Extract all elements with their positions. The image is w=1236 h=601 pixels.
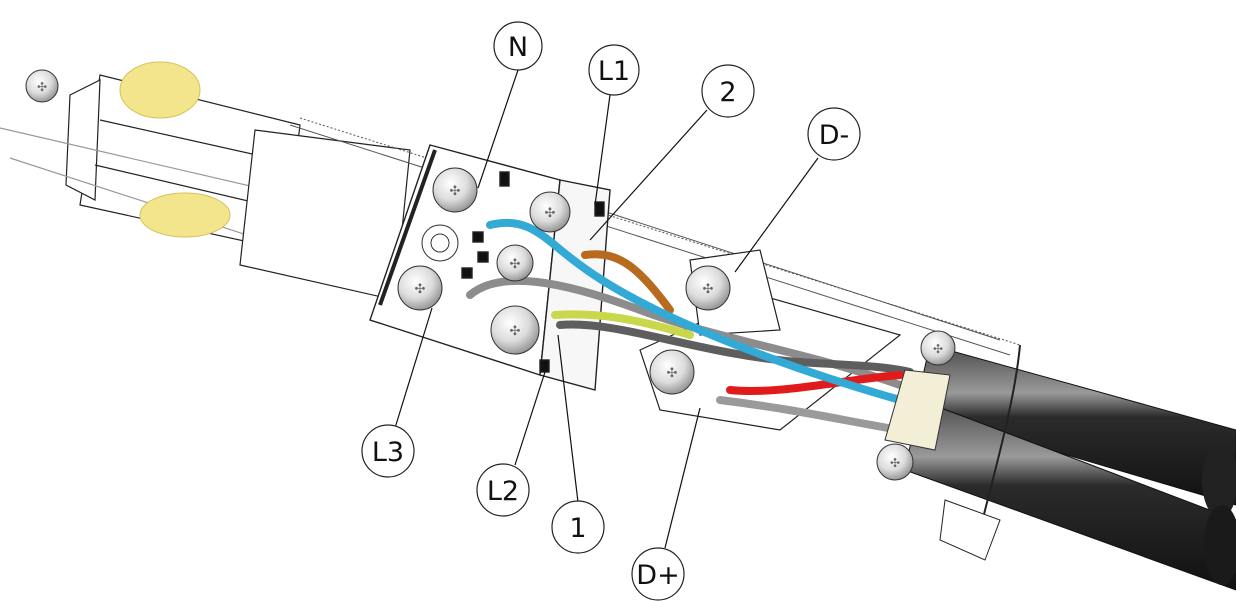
wire-red bbox=[726, 371, 904, 396]
wire-brown bbox=[581, 250, 674, 314]
callout-L1: L1 bbox=[588, 44, 640, 96]
svg-text:✣: ✣ bbox=[450, 184, 461, 199]
callout-label: D+ bbox=[636, 560, 679, 591]
cables bbox=[884, 344, 1236, 591]
svg-text:✣: ✣ bbox=[37, 80, 47, 94]
callout-label: L1 bbox=[598, 56, 630, 87]
callout-D-plus: D+ bbox=[631, 547, 685, 601]
callout-label: N bbox=[508, 32, 528, 63]
callout-label: L3 bbox=[372, 437, 404, 468]
callout-label: L2 bbox=[487, 476, 519, 507]
screw-icon: ✣ bbox=[432, 167, 478, 213]
screw-icon: ✣ bbox=[920, 330, 956, 366]
callout-L3: L3 bbox=[361, 424, 415, 478]
callout-1: 1 bbox=[551, 500, 605, 554]
svg-text:✣: ✣ bbox=[545, 206, 556, 221]
screw-icon: ✣ bbox=[397, 265, 443, 311]
callout-label: 1 bbox=[569, 513, 586, 544]
connector-plug bbox=[0, 74, 441, 301]
screw-icon: ✣ bbox=[685, 265, 731, 311]
svg-text:✣: ✣ bbox=[933, 342, 943, 356]
callout-D-minus: D- bbox=[807, 107, 861, 161]
wire-yellow-green bbox=[551, 310, 694, 339]
yellow-pad-top bbox=[119, 61, 201, 119]
callout-L2: L2 bbox=[476, 463, 530, 517]
callout-2: 2 bbox=[701, 64, 755, 118]
wire-gray-2 bbox=[716, 396, 904, 434]
screw-icon: ✣ bbox=[490, 305, 540, 355]
screw-icon: ✣ bbox=[649, 349, 695, 395]
screw-icon: ✣ bbox=[529, 191, 571, 233]
svg-text:✣: ✣ bbox=[510, 257, 521, 272]
svg-text:✣: ✣ bbox=[703, 282, 714, 297]
svg-text:✣: ✣ bbox=[510, 324, 521, 339]
screws: ✣ ✣ ✣ ✣ ✣ ✣ ✣ ✣ ✣ ✣ bbox=[25, 69, 956, 481]
svg-text:✣: ✣ bbox=[667, 366, 678, 381]
callout-N: N bbox=[493, 21, 543, 71]
screw-icon bbox=[421, 224, 459, 262]
callout-label: 2 bbox=[719, 77, 736, 108]
leader-lines bbox=[394, 69, 819, 549]
svg-text:✣: ✣ bbox=[890, 456, 900, 470]
screw-icon: ✣ bbox=[876, 443, 914, 481]
cable-sleeve bbox=[884, 369, 951, 451]
svg-text:✣: ✣ bbox=[415, 282, 426, 297]
yellow-pad-bottom bbox=[139, 192, 231, 238]
callout-label: D- bbox=[819, 120, 850, 151]
screw-icon: ✣ bbox=[496, 244, 534, 282]
wire-blue bbox=[486, 218, 904, 404]
housing-rails bbox=[289, 117, 1021, 356]
screw-icon: ✣ bbox=[25, 69, 59, 103]
